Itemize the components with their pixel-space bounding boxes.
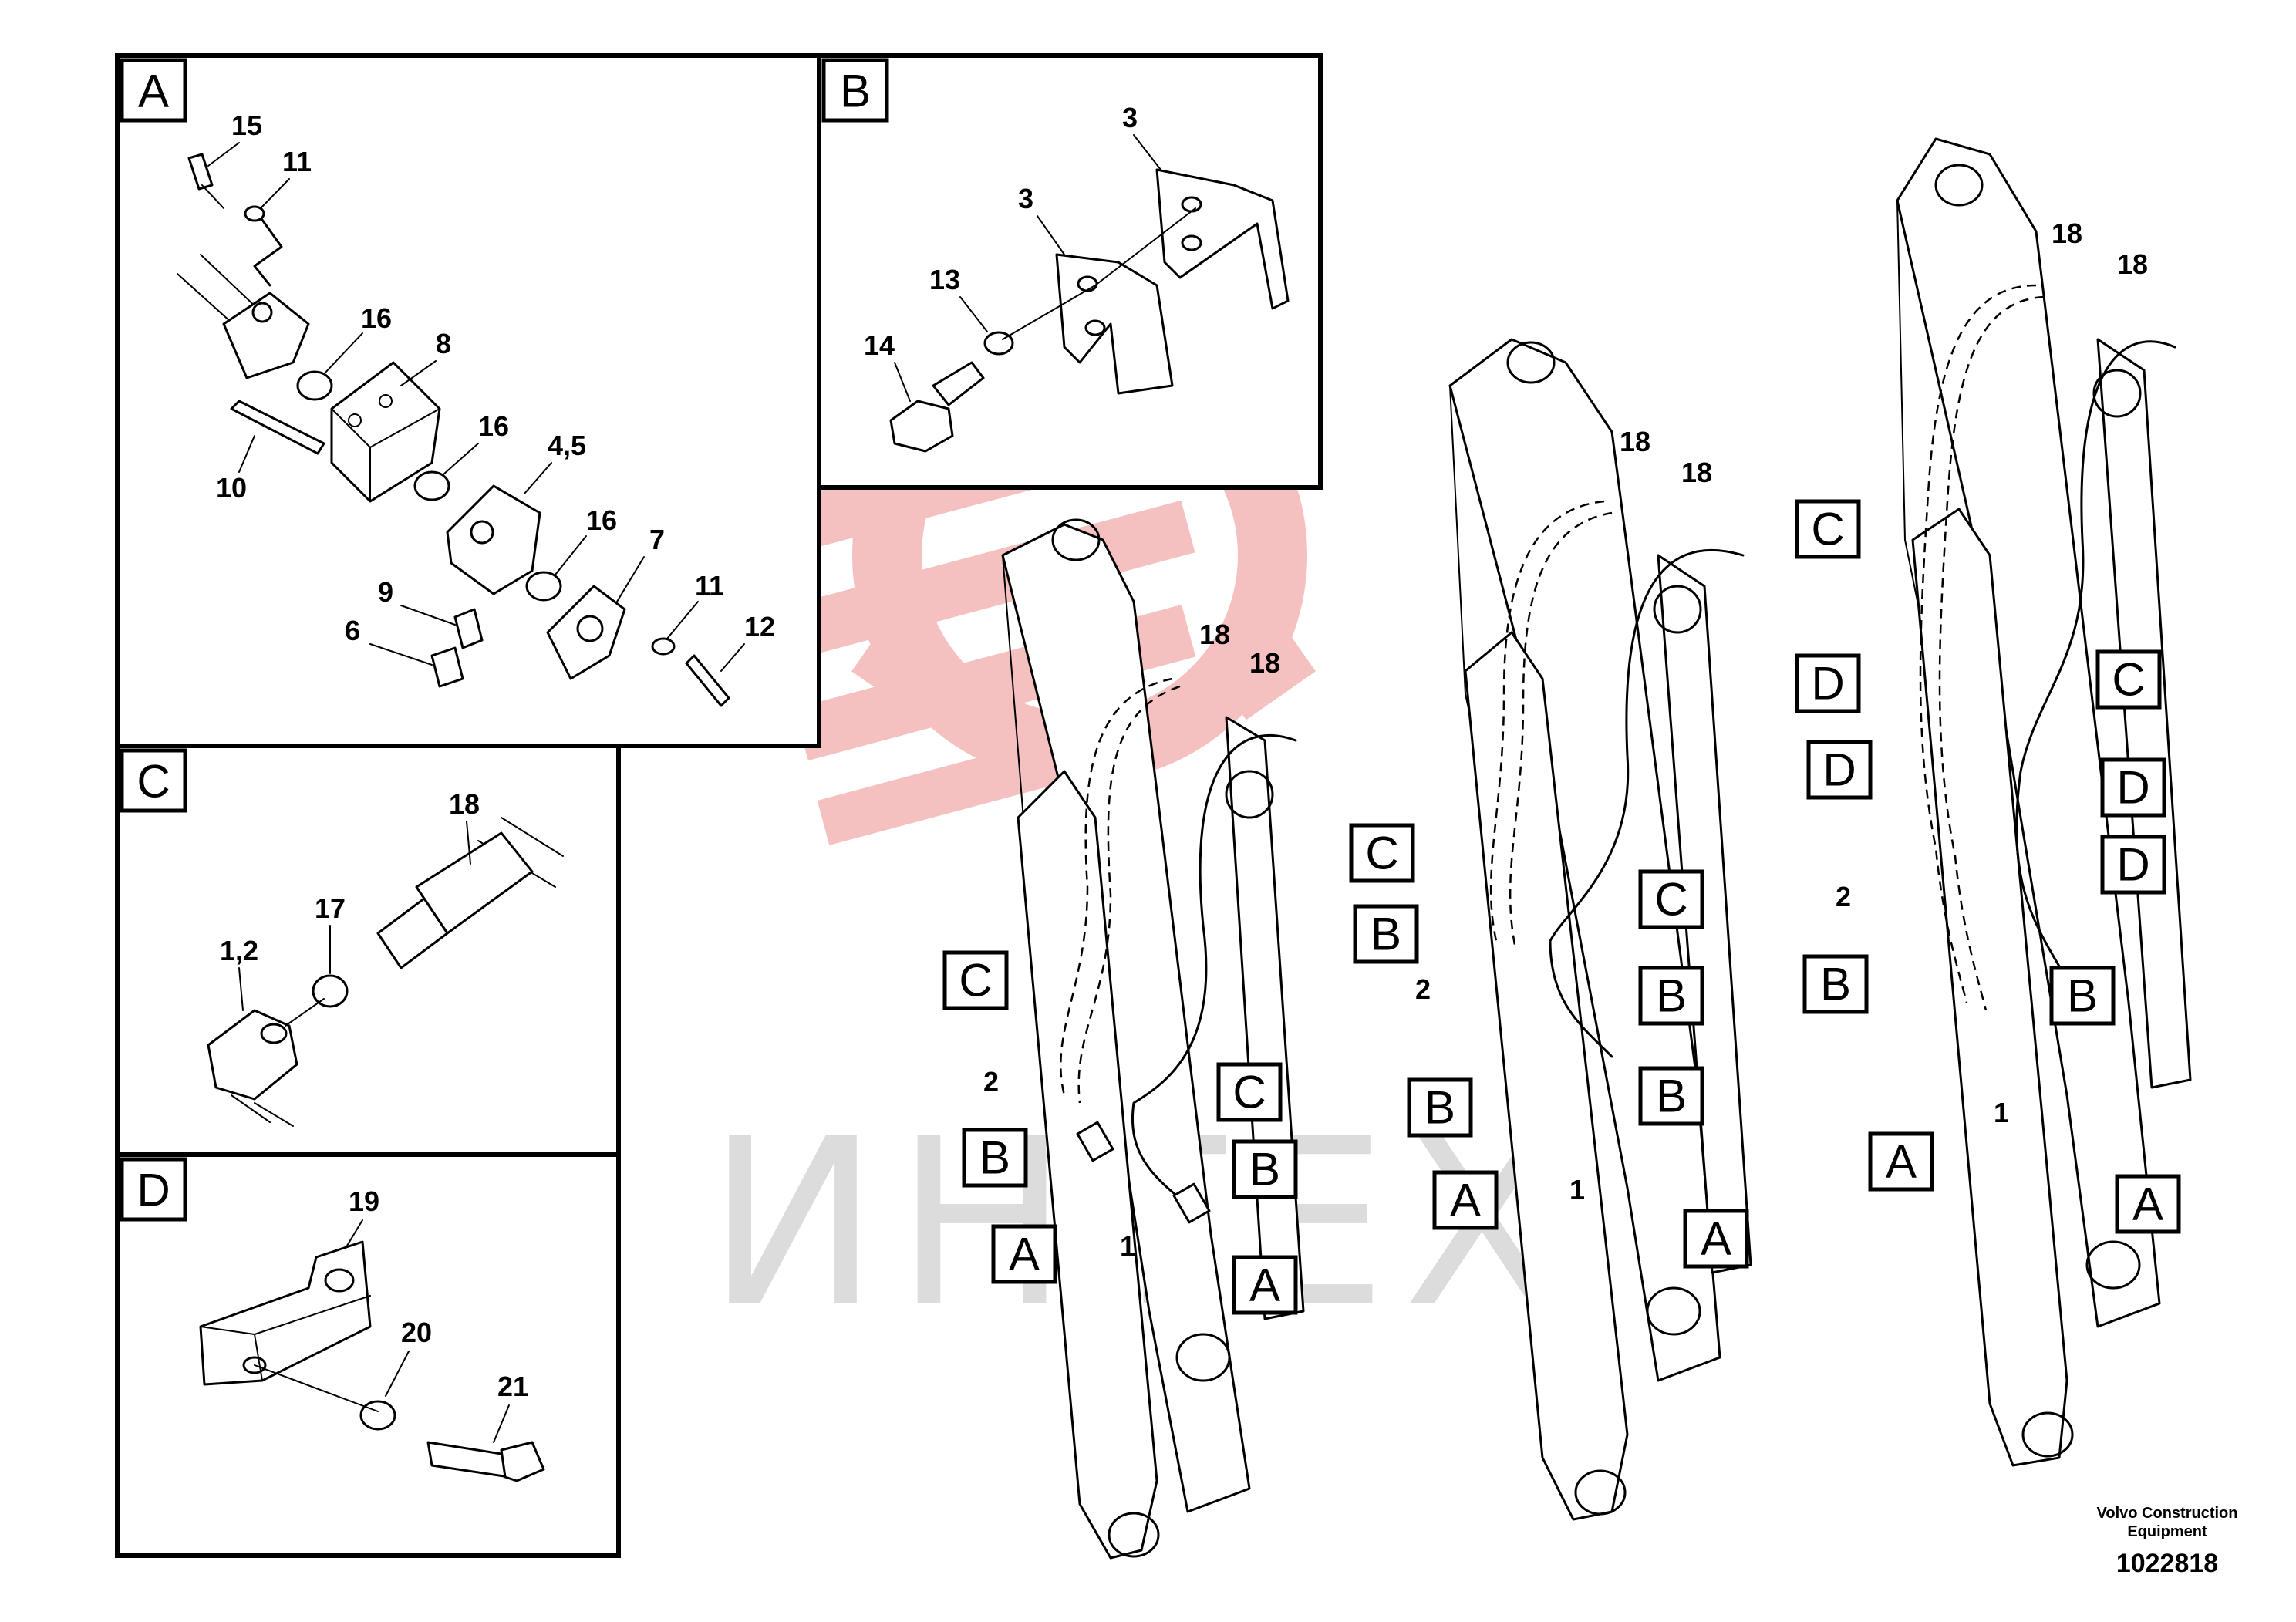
ref-label-c: C	[959, 955, 992, 1007]
detail-panel-a: A 15 11	[115, 53, 821, 748]
callout-18: 18	[1681, 457, 1712, 488]
arm-cylinder-2	[1464, 631, 1629, 1521]
ref-label-b: B	[1820, 959, 1851, 1010]
ref-label-a: A	[1450, 1175, 1481, 1226]
ref-label-a: A	[2132, 1179, 2163, 1230]
callout-7: 7	[649, 524, 665, 555]
callout-18: 18	[449, 788, 480, 820]
callout-17: 17	[315, 892, 346, 924]
ref-label-b: B	[2067, 970, 2098, 1022]
callout-15: 15	[231, 110, 262, 141]
boom-view-1: 18 18 2 1 C B A C B A	[942, 518, 1305, 1560]
detail-panel-b: B 3 3 13 14	[817, 53, 1323, 490]
callout-12: 12	[744, 611, 775, 642]
ref-label-b: B	[1249, 1144, 1280, 1195]
callout-6: 6	[345, 615, 360, 646]
callout-1-2: 1,2	[220, 935, 258, 966]
callout-9: 9	[378, 576, 393, 608]
callout-1: 1	[1569, 1174, 1585, 1206]
drawing-number: 1022818	[2116, 1549, 2218, 1578]
callout-19: 19	[349, 1185, 379, 1217]
ref-label-b: B	[1656, 1071, 1687, 1122]
block-8	[330, 361, 441, 503]
ref-label-d: D	[2116, 839, 2149, 891]
callout-18: 18	[1620, 426, 1650, 457]
panel-letter-c: C	[137, 756, 170, 808]
callout-18: 18	[1249, 647, 1280, 679]
detail-panel-d: D 19 20 21	[115, 1152, 621, 1558]
panel-letter-d: D	[137, 1165, 170, 1216]
callout-3: 3	[1018, 183, 1033, 214]
callout-13: 13	[929, 264, 960, 295]
ref-label-a: A	[1249, 1259, 1280, 1311]
flange-7	[546, 585, 626, 680]
ref-label-c: C	[1654, 874, 1687, 926]
callout-11: 11	[695, 570, 724, 602]
arm-cylinder-1	[1017, 770, 1158, 1560]
callout-16: 16	[478, 410, 509, 442]
brand-line-2: Equipment	[2127, 1523, 2207, 1540]
callout-4-5: 4,5	[548, 430, 586, 461]
footer: Volvo Construction Equipment 1022818	[2097, 1505, 2238, 1578]
callout-2: 2	[1836, 881, 1851, 912]
ref-label-b: B	[1371, 909, 1401, 960]
ref-label-b: B	[1656, 970, 1687, 1022]
callout-18: 18	[1199, 619, 1230, 650]
cap-6	[430, 646, 464, 688]
detail-panel-c: C 18 17 1,2	[115, 744, 621, 1157]
callout-14: 14	[864, 329, 895, 361]
clamp-3-lower	[1055, 253, 1174, 395]
callout-2: 2	[983, 1066, 999, 1098]
ref-label-c: C	[1811, 504, 1844, 555]
callout-8: 8	[436, 328, 451, 359]
ref-label-d: D	[1822, 744, 1856, 796]
adapter-4-5	[446, 484, 541, 595]
callout-3: 3	[1122, 102, 1138, 133]
boom-view-3: 18 18 2 1 C D D B A C D D B A	[1795, 137, 2192, 1467]
panel-letter-b: B	[840, 66, 871, 117]
callout-1: 1	[1994, 1097, 2009, 1128]
callout-1: 1	[1120, 1230, 1135, 1262]
ref-label-c: C	[1232, 1067, 1266, 1118]
callout-16: 16	[361, 302, 392, 334]
bolt-15	[187, 153, 214, 191]
block-19	[199, 1240, 372, 1386]
ref-label-a: A	[1886, 1136, 1917, 1188]
elbow-1-2	[207, 1009, 298, 1101]
callout-20: 20	[401, 1317, 432, 1348]
callout-16: 16	[586, 504, 617, 536]
ref-label-b: B	[979, 1132, 1010, 1184]
callout-11: 11	[282, 146, 312, 177]
ref-label-d: D	[1811, 658, 1844, 710]
callout-2: 2	[1415, 973, 1431, 1005]
callout-18: 18	[2117, 248, 2148, 280]
arm-cylinder-3	[1911, 508, 2068, 1467]
panel-letter-a: A	[138, 66, 169, 117]
flange-part	[222, 292, 310, 379]
ref-label-c: C	[1365, 828, 1398, 879]
bolt-14-head	[889, 400, 954, 453]
clamp-3-upper	[1155, 168, 1290, 310]
hose-nut	[376, 897, 449, 969]
ref-label-a: A	[1701, 1213, 1731, 1265]
ref-label-c: C	[2112, 654, 2145, 706]
callout-10: 10	[216, 472, 247, 504]
ref-label-a: A	[1009, 1229, 1040, 1280]
ref-label-b: B	[1424, 1082, 1455, 1134]
boom-view-2: 18 18 2 1 C B B A C B B A	[1349, 338, 1752, 1521]
ref-label-d: D	[2116, 762, 2149, 814]
callout-21: 21	[497, 1371, 528, 1402]
callout-18: 18	[2052, 218, 2082, 249]
brand-line-1: Volvo Construction	[2097, 1505, 2238, 1522]
